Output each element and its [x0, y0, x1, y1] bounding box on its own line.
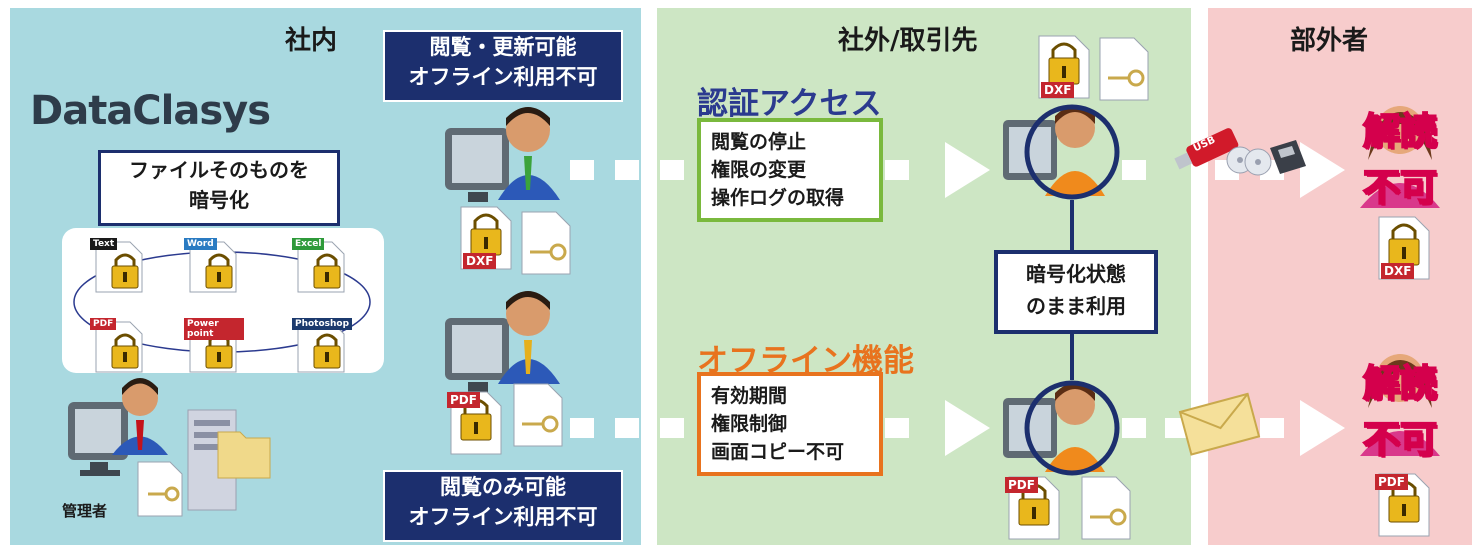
file-type-label: Excel	[292, 238, 325, 250]
cannot-decrypt-top-line2: 不可	[1362, 165, 1438, 210]
locked-dxf-document-icon: DXF	[1375, 215, 1431, 285]
locked-document-icon	[95, 241, 143, 293]
external-user-2-person-icon	[1045, 383, 1105, 472]
dxf-badge: DXF	[1381, 263, 1415, 279]
dataclasys-logo: DataClasys	[30, 88, 271, 134]
outsider-zone-title: 部外者	[1290, 26, 1369, 56]
folder-icon	[217, 431, 271, 479]
locked-document-icon	[95, 321, 143, 373]
mail-envelope-icon	[1178, 392, 1261, 456]
external-user-1-highlight	[1024, 104, 1120, 200]
file-type-label: PDF	[90, 318, 117, 330]
encrypted-use-line2: のまま利用	[1026, 294, 1126, 318]
key-document-icon	[518, 210, 574, 280]
file-type-label: Word	[184, 238, 217, 250]
encrypt-box-line2: 暗号化	[189, 188, 249, 212]
internal-user-2-computer-icon	[445, 318, 509, 392]
usb-drive-icon	[1174, 128, 1239, 170]
locked-document-icon	[297, 321, 345, 373]
admin-key-doc-icon	[137, 461, 183, 517]
locked-pdf-document-icon: PDF	[447, 390, 503, 460]
encrypted-use-box: 暗号化状態 のまま利用	[994, 250, 1158, 334]
file-type-label: Photoshop	[292, 318, 353, 330]
encrypt-box-line1: ファイルそのものを	[129, 158, 309, 182]
internal-bottom-box-line1: 閲覧のみ可能	[440, 475, 566, 499]
key-document-icon	[1096, 36, 1152, 106]
internal-user-1-person-icon	[498, 107, 560, 200]
internal-user-2-person-icon	[498, 291, 560, 384]
internal-zone-title: 社内	[285, 26, 338, 56]
admin-computer-icon	[68, 402, 128, 476]
pdf-badge: PDF	[1005, 477, 1038, 493]
file-type-icon: Text	[90, 238, 150, 298]
internal-bottom-box: 閲覧のみ可能 オフライン利用不可	[383, 470, 623, 542]
file-type-icon: PDF	[90, 318, 150, 378]
cd-disc-icon	[1226, 146, 1272, 176]
internal-top-box: 閲覧・更新可能 オフライン利用不可	[383, 30, 623, 102]
internal-bottom-box-line2: オフライン利用不可	[408, 505, 598, 529]
cannot-decrypt-top: 解読 不可	[1340, 104, 1460, 216]
encrypted-use-line1: 暗号化状態	[1026, 262, 1126, 286]
file-type-icon: Excel	[292, 238, 352, 298]
offline-feature-item: 画面コピー不可	[711, 441, 845, 463]
floppy-disk-icon	[1270, 140, 1306, 174]
locked-pdf-document-icon: PDF	[1005, 475, 1061, 545]
auth-access-item: 閲覧の停止	[711, 131, 807, 153]
offline-feature-item: 権限制御	[711, 413, 788, 435]
admin-person-icon	[112, 378, 168, 455]
internal-user-1-computer-icon	[445, 128, 509, 202]
auth-access-box: 閲覧の停止 権限の変更 操作ログの取得	[697, 118, 883, 222]
pdf-badge: PDF	[1375, 474, 1408, 490]
key-document-icon	[510, 382, 566, 452]
auth-access-title: 認証アクセス	[697, 86, 882, 122]
outsider-person-1-icon	[1360, 106, 1440, 208]
locked-dxf-document-icon: DXF	[457, 205, 513, 275]
file-type-icon: Photoshop	[292, 318, 353, 378]
offline-feature-box: 有効期間 権限制御 画面コピー不可	[697, 372, 883, 476]
file-type-label: Power point	[184, 318, 244, 340]
internal-top-box-line1: 閲覧・更新可能	[429, 35, 577, 59]
external-zone-title: 社外/取引先	[838, 26, 978, 56]
outsider-person-2-icon	[1360, 354, 1440, 456]
file-type-label: Text	[90, 238, 118, 250]
internal-top-box-line2: オフライン利用不可	[408, 65, 598, 89]
locked-document-icon	[297, 241, 345, 293]
cannot-decrypt-bottom-line2: 不可	[1362, 417, 1438, 462]
locked-pdf-document-icon: PDF	[1375, 472, 1431, 542]
file-type-icon: Power point	[184, 318, 244, 378]
dxf-badge: DXF	[1041, 82, 1075, 98]
file-type-icon: Word	[184, 238, 244, 298]
dxf-badge: DXF	[463, 253, 497, 269]
encrypt-box: ファイルそのものを 暗号化	[98, 150, 340, 226]
cannot-decrypt-bottom-line1: 解読	[1362, 361, 1438, 406]
auth-access-item: 権限の変更	[711, 159, 807, 181]
admin-label: 管理者	[62, 502, 108, 520]
cannot-decrypt-top-line1: 解読	[1362, 109, 1438, 154]
key-document-icon	[1078, 475, 1134, 545]
offline-feature-item: 有効期間	[711, 385, 788, 407]
cannot-decrypt-bottom: 解読 不可	[1340, 356, 1460, 468]
pdf-badge: PDF	[447, 392, 480, 408]
auth-access-item: 操作ログの取得	[711, 187, 845, 209]
locked-dxf-document-icon: DXF	[1035, 34, 1091, 104]
locked-document-icon	[189, 241, 237, 293]
external-user-2-highlight	[1024, 380, 1120, 476]
